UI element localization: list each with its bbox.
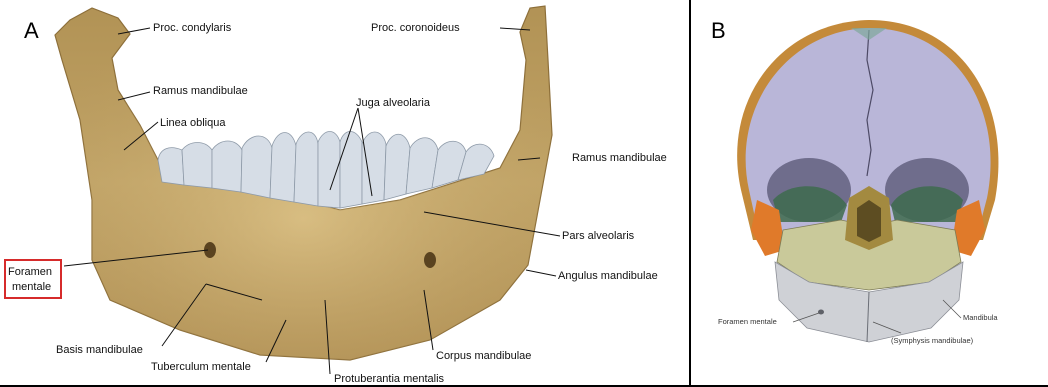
mandible-illustration: Proc. condylaris Proc. coronoideus Ramus… (0, 0, 689, 386)
label-ramus-mandibulae-left: Ramus mandibulae (153, 85, 248, 97)
label-mandibula: Mandibula (963, 313, 998, 322)
label-symphysis-mandibulae: (Symphysis mandibulae) (891, 336, 974, 345)
infant-skull-illustration: Foramen mentale Mandibula (Symphysis man… (691, 0, 1048, 386)
label-corpus-mandibulae: Corpus mandibulae (436, 350, 531, 362)
label-foramen-mentale-b: Foramen mentale (718, 317, 777, 326)
label-proc-coronoideus: Proc. coronoideus (371, 22, 460, 34)
label-protuberantia-mentalis: Protuberantia mentalis (334, 373, 445, 385)
foramen-mentale-right (424, 252, 436, 268)
label-proc-condylaris: Proc. condylaris (153, 22, 232, 34)
label-tuberculum-mentale: Tuberculum mentale (151, 361, 251, 373)
label-basis-mandibulae: Basis mandibulae (56, 344, 143, 356)
label-ramus-mandibulae-right: Ramus mandibulae (572, 152, 667, 164)
panel-b: B Foramen mentale Man (691, 0, 1048, 386)
label-pars-alveolaris: Pars alveolaris (562, 230, 635, 242)
label-linea-obliqua: Linea obliqua (160, 117, 226, 129)
label-juga-alveolaria: Juga alveolaria (356, 97, 431, 109)
nasal-cavity (857, 200, 881, 242)
foramen-mentale-highlight-box (4, 259, 62, 299)
panel-a: A (0, 0, 691, 386)
label-angulus-mandibulae: Angulus mandibulae (558, 270, 658, 282)
foramen-mentale-b (818, 310, 824, 315)
